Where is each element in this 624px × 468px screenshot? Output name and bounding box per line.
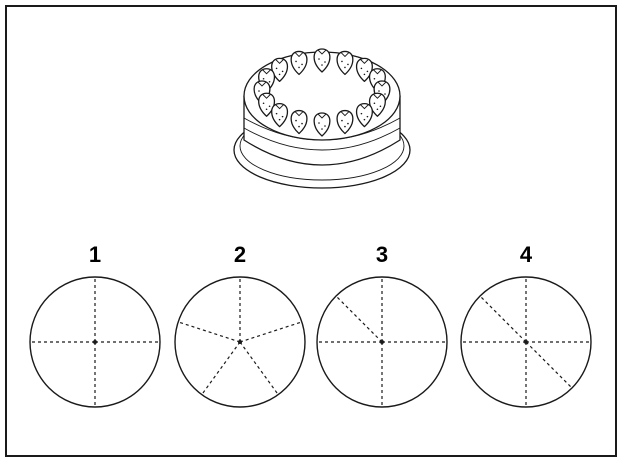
option-4: 4 bbox=[460, 242, 592, 408]
option-label: 1 bbox=[89, 242, 101, 267]
strawberry bbox=[313, 48, 331, 73]
division-options: 1 2 3 4 bbox=[29, 242, 592, 408]
strawberry bbox=[271, 57, 289, 83]
cut-line bbox=[335, 295, 383, 343]
cut-line bbox=[177, 321, 241, 343]
strawberry bbox=[355, 102, 373, 128]
cut-line bbox=[201, 341, 241, 395]
pie-center bbox=[238, 340, 242, 344]
strawberry-topping bbox=[253, 48, 391, 137]
pie-center bbox=[524, 340, 528, 344]
strawberry bbox=[258, 92, 276, 117]
option-3: 3 bbox=[316, 242, 448, 408]
option-1: 1 bbox=[29, 242, 161, 408]
option-label: 4 bbox=[520, 242, 533, 267]
option-label: 3 bbox=[376, 242, 388, 267]
strawberry bbox=[313, 112, 331, 137]
strawberry bbox=[336, 50, 354, 76]
strawberry bbox=[336, 109, 354, 135]
cut-line bbox=[239, 341, 279, 395]
strawberry bbox=[368, 92, 386, 117]
cut-line bbox=[239, 321, 303, 343]
option-2: 2 bbox=[174, 242, 306, 408]
strawberry-cake-icon bbox=[233, 48, 411, 189]
cut-line bbox=[479, 295, 527, 343]
pie-center bbox=[380, 340, 384, 344]
cut-line bbox=[525, 341, 573, 389]
strawberry bbox=[271, 102, 289, 128]
option-label: 2 bbox=[234, 242, 246, 267]
pie-center bbox=[93, 340, 97, 344]
strawberry bbox=[290, 50, 308, 76]
strawberry bbox=[355, 57, 373, 83]
strawberry bbox=[290, 109, 308, 135]
